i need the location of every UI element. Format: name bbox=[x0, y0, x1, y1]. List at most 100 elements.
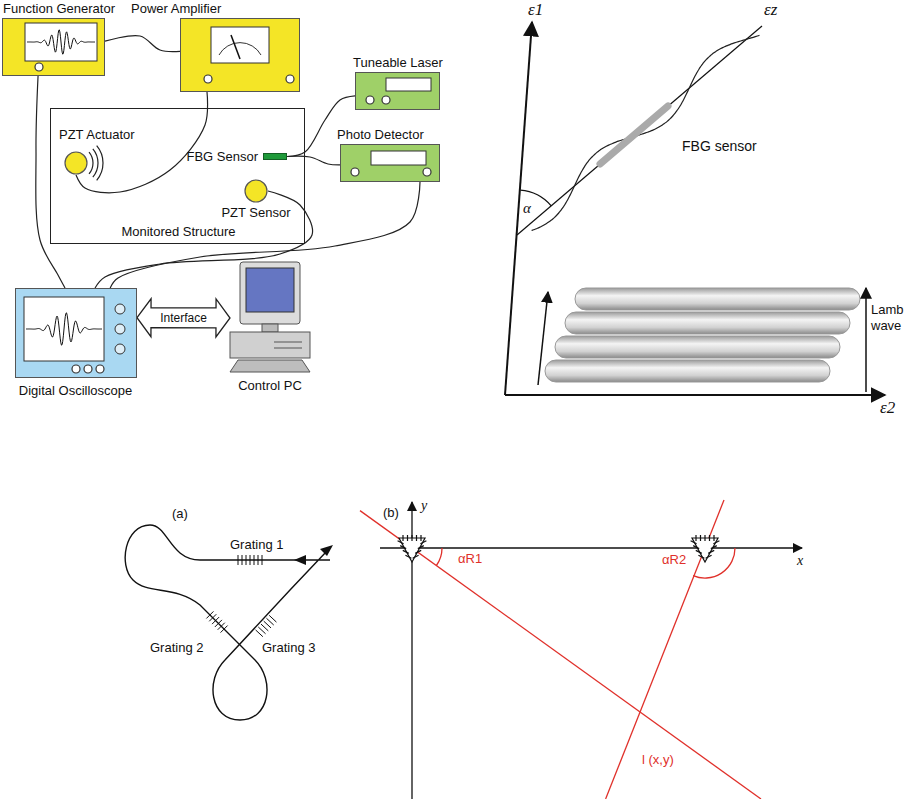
panel-label-box: (b) bbox=[383, 505, 399, 521]
strain-rosette-part bbox=[706, 555, 712, 558]
node-label: Monitored Structure bbox=[121, 224, 235, 239]
wave-arc bbox=[93, 149, 98, 177]
grating-marks-part bbox=[221, 626, 228, 633]
fibre-loop-part bbox=[125, 525, 330, 720]
power-amplifier: Power Amplifier bbox=[180, 18, 300, 92]
grating-marks-part bbox=[258, 555, 259, 565]
grating-label-box: Grating 1 bbox=[230, 537, 283, 553]
fibre-axis bbox=[517, 26, 762, 235]
strain-rosette-part bbox=[407, 535, 408, 541]
strain-rosette-part bbox=[402, 535, 403, 541]
structure-frame: PZT ActuatorFBG SensorPZT SensorMonitore… bbox=[50, 108, 305, 244]
axis-label: x bbox=[797, 553, 803, 568]
signal-wire bbox=[105, 36, 180, 52]
strain-rosette-part bbox=[693, 546, 699, 549]
strain-rosette-part bbox=[420, 541, 426, 544]
grating-marks-part bbox=[254, 555, 255, 565]
strain-rosette-part bbox=[415, 550, 421, 553]
lamb-wavefronts-part bbox=[555, 336, 840, 358]
strain-rosette-part bbox=[413, 555, 419, 558]
strain-rosette-part bbox=[416, 535, 417, 541]
direction-line-part bbox=[606, 500, 724, 799]
grating-marks-part bbox=[269, 615, 276, 622]
direction-line-part bbox=[693, 548, 735, 578]
device-art bbox=[341, 145, 441, 183]
terminal bbox=[286, 75, 294, 83]
angle-label-box: α bbox=[523, 200, 531, 216]
monitor-stand bbox=[262, 324, 278, 332]
control-knob bbox=[115, 324, 125, 334]
strain-rosette-part bbox=[713, 541, 719, 544]
axis-label: y bbox=[421, 498, 427, 513]
lamb-wavefronts-part bbox=[545, 360, 830, 382]
lamb-direction-arrow-part bbox=[865, 288, 867, 392]
edge-label: Interface bbox=[160, 311, 207, 325]
grating-label-box: Grating 2 bbox=[150, 640, 203, 656]
direction-line-part bbox=[360, 511, 761, 799]
grating-marks-part bbox=[242, 555, 243, 565]
node-label: Photo Detector bbox=[337, 127, 424, 142]
computer-case bbox=[230, 332, 310, 358]
strain-rosette-part bbox=[696, 550, 702, 553]
strain-rosette-part bbox=[399, 538, 425, 562]
strain-rosette-part bbox=[420, 535, 421, 541]
piezo-disc bbox=[245, 180, 267, 202]
grating-label: Grating 3 bbox=[262, 640, 315, 655]
terminal bbox=[366, 96, 374, 104]
axis-label: εz bbox=[764, 0, 777, 19]
terminal bbox=[382, 96, 390, 104]
strain-rosette-part bbox=[405, 555, 411, 558]
lamb-direction-arrow bbox=[538, 288, 866, 392]
lamb-wavefronts bbox=[545, 288, 860, 382]
device-art bbox=[230, 262, 310, 374]
strain-rosette-part bbox=[403, 550, 409, 553]
strain-rosette-part bbox=[695, 535, 696, 541]
photo-detector: Photo Detector bbox=[340, 144, 440, 182]
monitor bbox=[240, 262, 300, 324]
drive-slot bbox=[274, 348, 302, 349]
point-label-box: l (x,y) bbox=[642, 752, 674, 768]
terminal bbox=[72, 365, 80, 373]
signal-wire bbox=[287, 156, 340, 165]
strain-rosette-part bbox=[398, 541, 404, 544]
grating-label-box: Grating 3 bbox=[262, 640, 315, 656]
angle-label: α bbox=[523, 200, 531, 216]
panel-label: (a) bbox=[172, 506, 188, 521]
control-knob bbox=[115, 304, 125, 314]
node-label: Power Amplifier bbox=[131, 1, 221, 16]
terminal bbox=[96, 365, 104, 373]
grating-marks bbox=[206, 555, 276, 637]
display-screen bbox=[371, 151, 426, 165]
optical-fibre bbox=[532, 35, 760, 230]
drive-slot bbox=[274, 342, 302, 343]
strain-rosette-part bbox=[708, 550, 714, 553]
waveform bbox=[27, 30, 95, 54]
device-art bbox=[3, 19, 106, 77]
node-label: FBG Sensor bbox=[186, 149, 258, 164]
angle-label: αR1 bbox=[458, 551, 482, 566]
strain-rosette-part bbox=[411, 535, 412, 541]
fibre-axis-part bbox=[517, 26, 762, 235]
grating-marks-part bbox=[261, 624, 268, 631]
angle-label-box: αR2 bbox=[662, 552, 686, 568]
display-screen bbox=[24, 297, 104, 361]
fbg-sensor: FBG Sensor bbox=[263, 153, 287, 160]
fibre-arrowhead-part bbox=[320, 545, 333, 556]
device-art bbox=[356, 73, 441, 111]
lamb-wavefronts-part bbox=[565, 312, 850, 334]
grating-marks-part bbox=[264, 621, 271, 628]
pzt-sensor: PZT Sensor bbox=[244, 179, 268, 203]
node-label: PZT Actuator bbox=[59, 127, 135, 142]
grating-marks-part bbox=[266, 618, 273, 625]
wave-label: Lamb wave bbox=[871, 302, 904, 333]
device-art bbox=[16, 289, 138, 379]
axis-label: ε2 bbox=[880, 398, 895, 417]
strain-axis-part bbox=[505, 394, 885, 396]
monitor-screen bbox=[246, 268, 294, 312]
angle-label: αR2 bbox=[662, 552, 686, 567]
terminal bbox=[204, 75, 212, 83]
display-screen bbox=[386, 78, 431, 91]
terminal bbox=[351, 168, 359, 176]
